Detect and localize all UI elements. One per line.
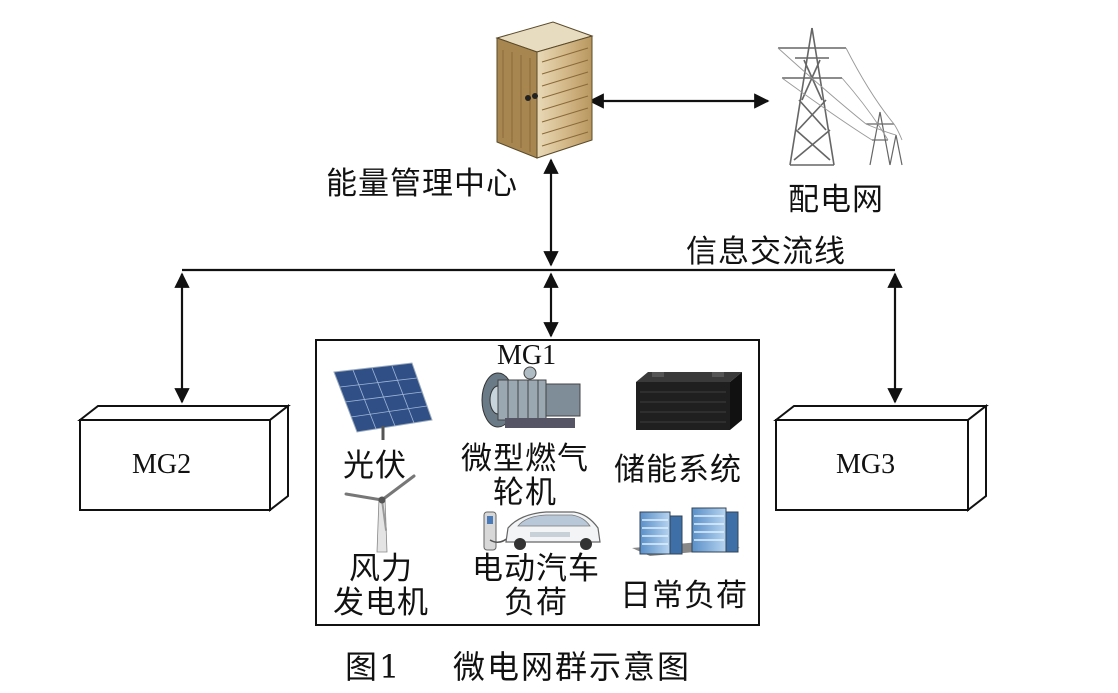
mg1-label: MG1	[497, 340, 557, 371]
wind-turbine-icon	[344, 474, 416, 553]
pv-label: 光伏	[343, 448, 407, 484]
ev-load-label: 电动汽车 负荷	[461, 552, 611, 620]
connector-lines	[174, 93, 903, 404]
micro-turbine-label-line1: 微型燃气	[461, 441, 589, 477]
wind-generator-label: 风力 发电机	[326, 552, 436, 620]
mg3-label: MG3	[836, 449, 896, 480]
micro-turbine-label-line2: 轮机	[493, 475, 557, 511]
mg2-box	[77, 403, 291, 513]
mg3-box	[773, 403, 989, 513]
server-icon	[495, 21, 594, 159]
ev-load-label-line1: 电动汽车	[472, 551, 600, 587]
energy-center-label: 能量管理中心	[326, 166, 518, 202]
solar-panel-icon	[333, 362, 433, 440]
micro-turbine-label: 微型燃气 轮机	[455, 442, 595, 510]
battery-icon	[636, 372, 742, 430]
figure-caption: 微电网群示意图	[453, 648, 692, 686]
storage-label: 储能系统	[614, 452, 742, 488]
transmission-tower-icon	[777, 27, 903, 166]
gas-turbine-icon	[481, 366, 581, 428]
daily-load-label: 日常负荷	[620, 578, 748, 614]
mg2-label: MG2	[132, 449, 192, 480]
buildings-icon	[632, 507, 740, 556]
ev-load-label-line2: 负荷	[504, 585, 568, 621]
wind-generator-label-line2: 发电机	[333, 585, 429, 621]
wind-generator-label-line1: 风力	[349, 551, 413, 587]
electric-car-icon	[483, 511, 601, 551]
info-line-label: 信息交流线	[686, 234, 846, 270]
figure-number: 图1	[345, 648, 402, 686]
distribution-grid-label: 配电网	[788, 182, 884, 218]
